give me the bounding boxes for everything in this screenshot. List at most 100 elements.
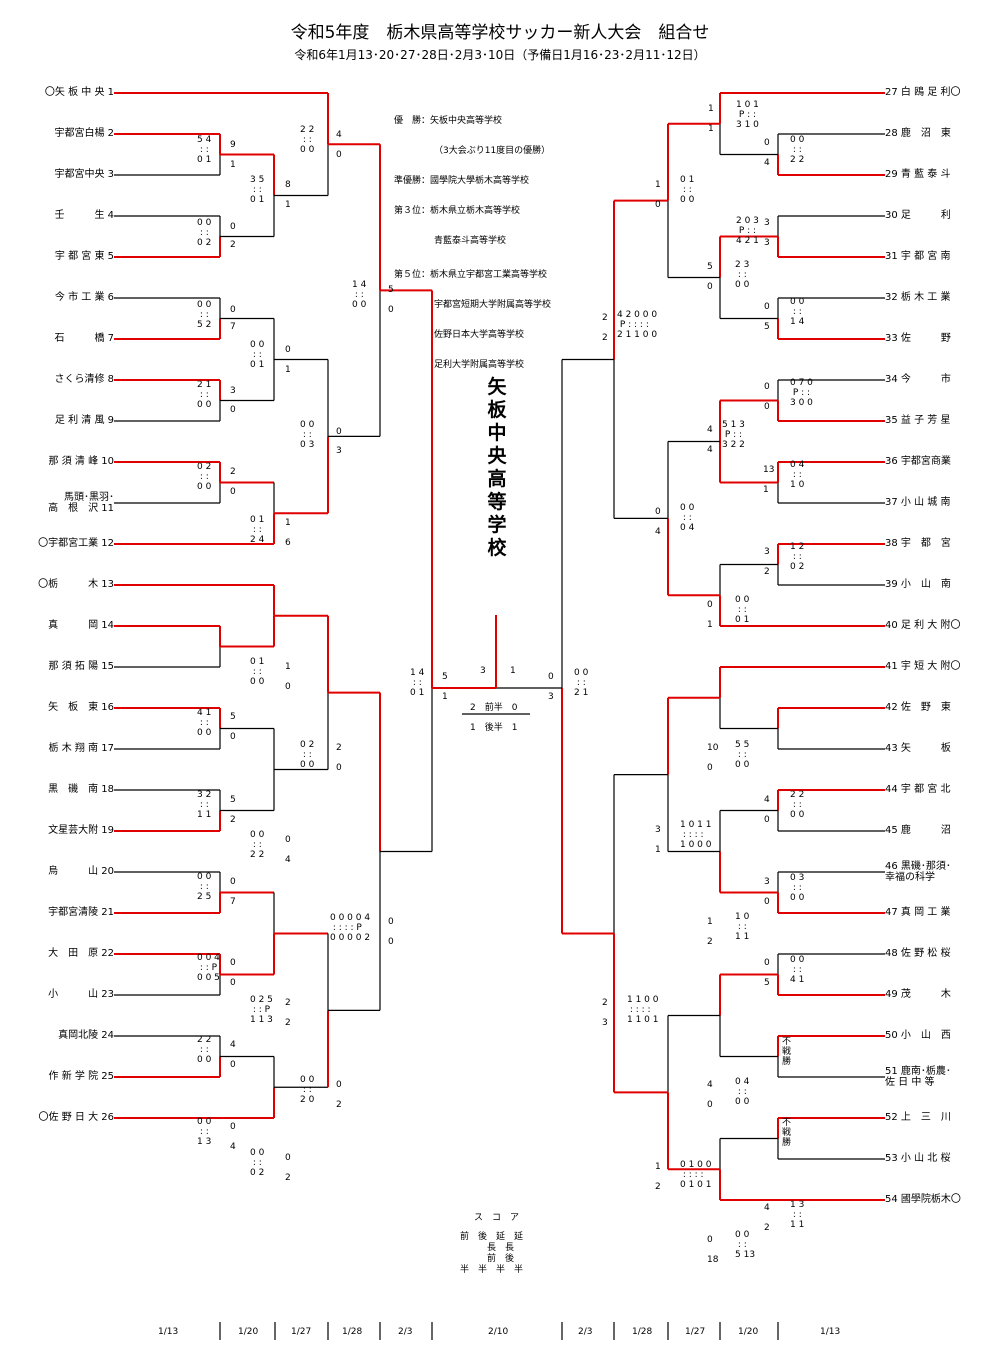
score-text: 1 [230, 160, 236, 170]
score-text: 4 [230, 1040, 236, 1050]
score-text: 5 4 : : 0 1 [197, 135, 212, 165]
score-text: 1 [285, 662, 291, 672]
score-text: 2 [602, 333, 608, 343]
score-text: 0 0 : : 2 0 [300, 1075, 315, 1105]
team-left-23: 小 山 23 [48, 989, 114, 1000]
team-left-14: 真 岡 14 [48, 620, 114, 631]
final-second-half: 1 後半 1 [470, 723, 518, 733]
result-row: 第５位：栃木県立宇都宮工業高等学校 [394, 270, 548, 280]
score-text: 4 [230, 1142, 236, 1152]
team-right-50: 50 小 山 西 [885, 1030, 951, 1041]
score-text: 0 1 : : 2 4 [250, 515, 265, 545]
team-left-22: 大 田 原 22 [48, 948, 114, 959]
score-text: 0 4 : : 0 0 [735, 1077, 750, 1107]
score-text: 4 [707, 1080, 713, 1090]
score-text: 4 [336, 130, 342, 140]
score-text: 1 [763, 485, 769, 495]
score-legend-title: ス コ ア [474, 1213, 520, 1223]
score-legend: ス コ ア 前 後 延 延 長 長 前 後 半 半 半 半 [460, 1213, 523, 1276]
score-text: 0 [388, 937, 394, 947]
team-right-51: 51 鹿南･栃農･ 佐 日 中 等 [885, 1066, 951, 1088]
score-text: 6 [285, 538, 291, 548]
score-text: 3 [655, 825, 661, 835]
score-text: 1 [707, 917, 713, 927]
score-text: 0 [388, 305, 394, 315]
score-text: 0 0 : : 0 4 [680, 503, 695, 533]
score-text: 0 [764, 815, 770, 825]
page-subtitle: 令和6年1月13･20･27･28日･2月3･10日（予備日1月16･23･2月… [294, 48, 706, 62]
score-text: 2 [602, 998, 608, 1008]
team-right-52: 52 上 三 川 [885, 1112, 951, 1123]
score-legend-line: 半 半 半 半 [460, 1265, 524, 1275]
score-text: 0 0 : : 0 1 [250, 340, 265, 370]
score-text: 0 [285, 1153, 291, 1163]
score-text: 1 4 : : 0 0 [352, 280, 367, 310]
score-text: 3 [764, 218, 770, 228]
score-text: 0 [285, 682, 291, 692]
final-left-goals: 3 [480, 666, 486, 676]
champion-name: 矢板中央高等学校 [487, 376, 507, 559]
team-left-6: 今 市 工 業 6 [54, 292, 114, 303]
score-legend-line: 長 長 [460, 1243, 515, 1253]
team-left-9: 足 利 清 風 9 [54, 415, 114, 426]
score-text: 2 [655, 1182, 661, 1192]
date-label: 1/27 [685, 1327, 706, 1337]
score-text: 0 1 : : 0 0 [680, 175, 695, 205]
score-text: 0 [336, 1080, 342, 1090]
date-label: 2/3 [578, 1327, 593, 1337]
team-right-53: 53 小 山 北 桜 [885, 1153, 951, 1164]
team-right-28: 28 鹿 沼 東 [885, 128, 951, 139]
team-right-34: 34 今 市 [885, 374, 951, 385]
score-text: 0 [230, 877, 236, 887]
team-left-25: 作 新 学 院 25 [48, 1071, 114, 1082]
score-text: 0 0 : : 1 3 [197, 1117, 212, 1147]
team-right-35: 35 益 子 芳 星 [885, 415, 951, 426]
team-right-45: 45 鹿 沼 [885, 825, 951, 836]
score-text: 4 [764, 1203, 770, 1213]
score-text: 5 [230, 712, 236, 722]
score-text: 8 [285, 180, 291, 190]
score-text: 0 [764, 402, 770, 412]
result-row: 優 勝：矢板中央高等学校 [394, 116, 503, 126]
result-row: （3大会ぶり11度目の優勝） [434, 146, 551, 156]
score-legend-line: 前 後 延 延 [460, 1232, 524, 1242]
team-right-46: 46 黒磯･那須･ 幸福の科学 [885, 861, 951, 883]
score-text: 0 [336, 427, 342, 437]
team-right-40: 40 足 利 大 附〇 [885, 620, 961, 631]
score-text: 0 0 : : 0 3 [300, 420, 315, 450]
score-text: 0 [230, 1122, 236, 1132]
team-left-2: 宇都宮白楊 2 [54, 128, 114, 139]
score-text: 0 [707, 600, 713, 610]
team-left-20: 烏 山 20 [48, 866, 114, 877]
score-text: 2 [764, 1223, 770, 1233]
score-text: 0 [388, 917, 394, 927]
date-label: 1/13 [158, 1327, 179, 1337]
score-text: 0 [764, 958, 770, 968]
score-text: 0 3 : : 0 0 [790, 873, 805, 903]
score-legend-line: 前 後 [460, 1254, 515, 1264]
result-row: 佐野日本大学高等学校 [434, 330, 525, 340]
team-left-12: 〇宇都宮工業 12 [38, 538, 114, 549]
score-text: 1 [655, 845, 661, 855]
score-text: 3 [602, 1018, 608, 1028]
score-text: 0 [230, 222, 236, 232]
score-text: 2 [602, 313, 608, 323]
team-right-27: 27 白 鴎 足 利〇 [885, 87, 961, 98]
score-text: 1 4 : : 0 1 [410, 668, 425, 698]
score-text: 0 [230, 405, 236, 415]
score-text: 1 [442, 692, 448, 702]
score-text: 3 5 : : 0 1 [250, 175, 265, 205]
score-text: 0 0 : : 0 1 [735, 595, 750, 625]
page-title: 令和5年度 栃木県高等学校サッカー新人大会 組合せ [290, 23, 710, 43]
score-text: 3 [230, 386, 236, 396]
score-text: 0 2 : : 0 0 [300, 740, 315, 770]
team-left-21: 宇都宮清陵 21 [48, 907, 114, 918]
score-text: 1 [285, 518, 291, 528]
score-text: 0 0 4 : : P 0 0 5 [197, 953, 220, 983]
score-text: 2 [285, 1018, 291, 1028]
score-text: 4 2 0 0 0 P : : : : 2 1 1 0 0 [617, 310, 658, 340]
team-left-4: 壬 生 4 [54, 210, 114, 221]
score-text: 0 0 : : 0 2 [197, 218, 212, 248]
score-text: 0 [230, 305, 236, 315]
score-text: 2 [707, 937, 713, 947]
